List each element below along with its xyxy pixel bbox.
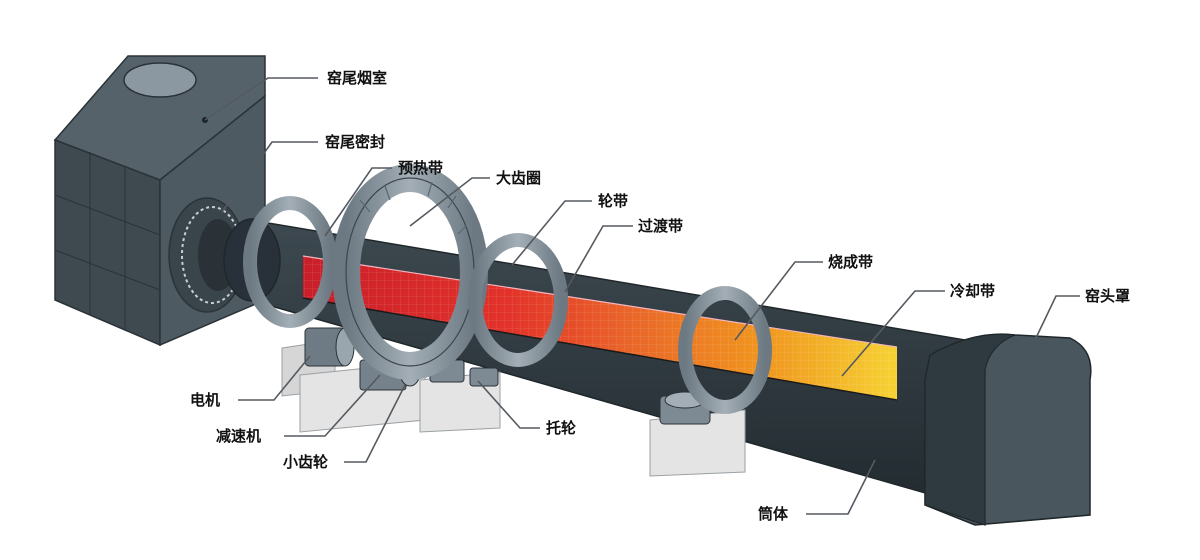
label-large-gear-ring: 大齿圈 (496, 169, 541, 187)
tire (468, 233, 568, 367)
label-transition-zone: 过渡带 (638, 217, 683, 235)
label-pinion: 小齿轮 (283, 453, 328, 471)
label-firing-zone: 烧成带 (828, 253, 873, 271)
label-support-roller: 托轮 (546, 419, 576, 437)
kiln-tail-smoke-chamber (53, 55, 266, 347)
kiln-cutaway (302, 255, 898, 401)
smoke-chamber-port (123, 62, 197, 98)
label-cooling-zone: 冷却带 (950, 282, 995, 300)
label-motor: 电机 (190, 391, 220, 409)
label-kiln-tail-seal: 窑尾密封 (325, 133, 385, 151)
label-kiln-hood: 窑头罩 (1085, 287, 1130, 305)
tire-front (678, 286, 772, 414)
leader-lines (204, 77, 1080, 515)
label-tire: 轮带 (598, 192, 628, 210)
labels: 窑尾烟室 窑尾密封 预热带 大齿圈 轮带 过渡带 烧成带 冷却带 窑头罩 电机 … (190, 69, 1130, 523)
label-shell: 筒体 (758, 505, 789, 523)
label-preheating-zone: 预热带 (398, 159, 443, 177)
label-reducer: 减速机 (216, 427, 261, 445)
label-kiln-tail-smoke-chamber: 窑尾烟室 (327, 69, 387, 87)
tire-rear (243, 196, 337, 328)
kiln-hood (924, 333, 1092, 526)
